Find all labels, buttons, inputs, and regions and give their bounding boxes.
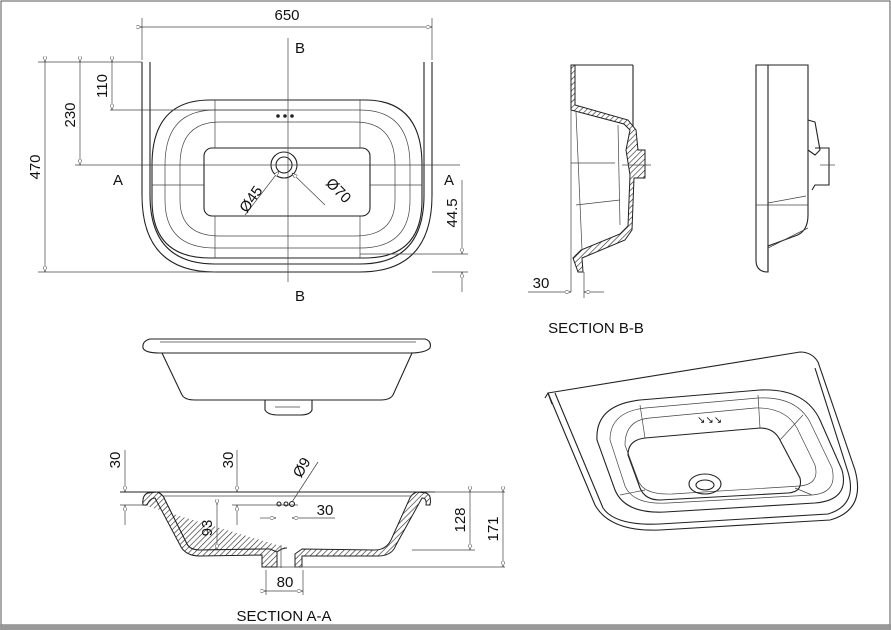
section-aa-hole-spacing-label: 30 xyxy=(317,502,334,519)
width-dim-label: 650 xyxy=(274,7,299,24)
bottom-strip xyxy=(0,625,891,630)
waste-inner-dia-label: Ø45 xyxy=(236,183,266,216)
section-aa-total-height-label: 171 xyxy=(485,516,502,541)
tap-holes-icon: ↘↘↘ xyxy=(697,415,722,426)
rim-dim-label: 44.5 xyxy=(444,198,461,227)
section-aa-rim-left-dim-label: 30 xyxy=(107,452,124,469)
overflow-dim-label: 230 xyxy=(62,102,79,127)
side-view xyxy=(755,64,835,273)
plan-view xyxy=(38,18,468,292)
section-b-bottom-marker: B xyxy=(295,288,305,305)
section-aa-hole-dia-label: Ø9 xyxy=(290,455,315,481)
waste-outer-dia-label: Ø70 xyxy=(322,175,354,207)
section-aa-title: SECTION A-A xyxy=(236,608,331,625)
section-a-left-marker: A xyxy=(113,172,123,189)
depth-dim-label: 470 xyxy=(27,154,44,179)
section-aa-waste-dim-label: 80 xyxy=(277,574,294,591)
front-view xyxy=(142,338,431,416)
section-aa-rim-mid-dim-label: 30 xyxy=(220,452,237,469)
tap-dim-label: 110 xyxy=(94,74,111,98)
section-bb-title: SECTION B-B xyxy=(548,320,644,337)
section-b-top-marker: B xyxy=(295,40,305,57)
section-bb-view xyxy=(528,64,651,298)
isometric-view: ↘↘↘ xyxy=(544,351,859,531)
section-a-right-marker: A xyxy=(444,172,454,189)
section-aa-view xyxy=(120,450,505,595)
section-bb-rim-dim-label: 30 xyxy=(533,275,550,292)
section-aa-bowl-depth-label: 128 xyxy=(452,507,469,532)
section-aa-inner-depth-label: 93 xyxy=(199,520,216,537)
